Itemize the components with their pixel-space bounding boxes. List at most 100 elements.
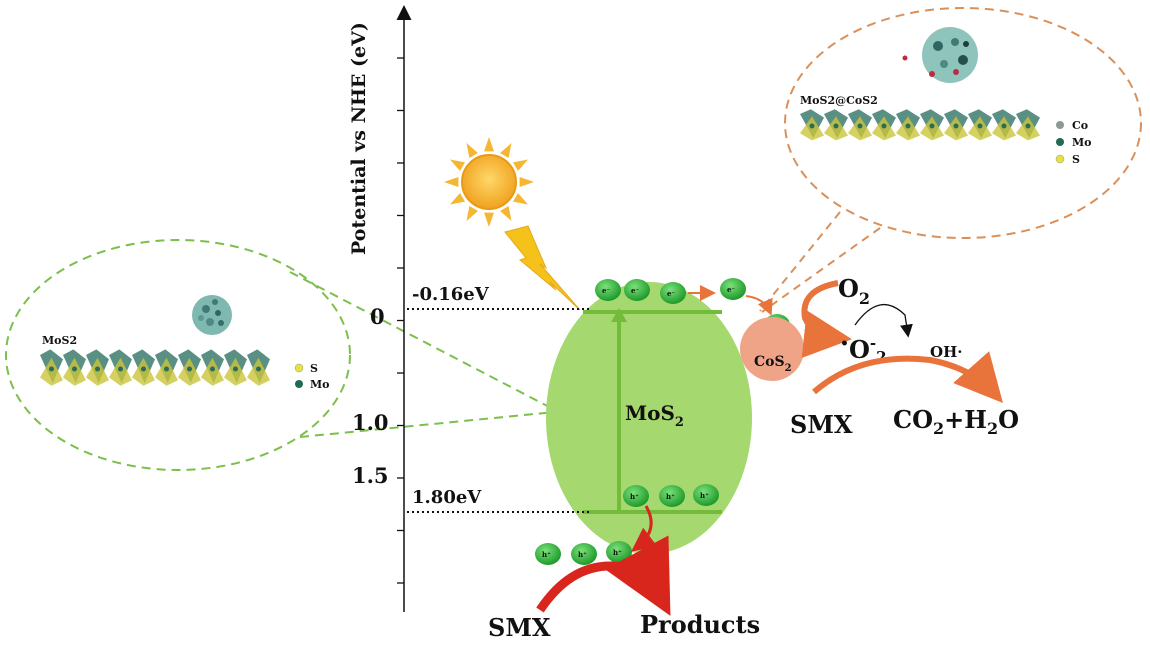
vb-potential-label: 1.80eV xyxy=(412,487,482,508)
inset-mos2: MoS2 S Mo xyxy=(5,239,556,471)
crystal-unit xyxy=(178,357,201,386)
crystal-unit xyxy=(109,357,132,386)
legend-dot-s-right xyxy=(1055,154,1065,164)
sun-ray xyxy=(500,206,512,221)
crystal-unit xyxy=(86,357,109,386)
sun-icon xyxy=(444,137,534,227)
superoxide-label: •O-2 xyxy=(840,334,887,366)
cos2-crystal-strip-image xyxy=(800,109,1040,141)
crystal-unit xyxy=(63,357,86,386)
crystal-atom xyxy=(164,366,169,372)
sun-ray xyxy=(513,193,528,205)
o2-reduction-arrow xyxy=(801,280,852,359)
axis-title: Potential vs NHE (eV) xyxy=(348,22,370,255)
crystal-atom xyxy=(49,366,54,372)
o2-label: O2 xyxy=(838,274,870,308)
cos2-label: CoS2 xyxy=(754,354,792,374)
crystal-atom xyxy=(857,123,863,129)
crystal-atom xyxy=(256,366,261,372)
tick-label-1: 1.0 xyxy=(352,410,389,435)
smx-products-arrow xyxy=(536,535,671,616)
sun-ray xyxy=(450,159,465,171)
electron-particle xyxy=(595,279,621,301)
crystal-unit xyxy=(155,357,178,386)
electron-particle xyxy=(624,279,650,301)
crystal-unit xyxy=(224,357,247,386)
cos2-cocatalyst: CoS2 xyxy=(740,317,804,381)
cos2-particle xyxy=(740,317,804,381)
hole-label: h⁺ xyxy=(613,548,622,557)
legend-label-mo-right: Mo xyxy=(1072,136,1092,149)
mos2-crystal-strip-image xyxy=(40,349,270,386)
crystal-unit xyxy=(201,357,224,386)
oxidation-reactions: O2 •O-2 OH· SMX CO2+H2O xyxy=(790,274,1019,439)
crystal-atom xyxy=(233,366,238,372)
lightning-icon xyxy=(504,225,581,311)
sun-disc xyxy=(461,154,517,210)
inset-cos2-title: MoS2@CoS2 xyxy=(800,94,878,107)
crystal-unit xyxy=(247,357,270,386)
legend-label-mo: Mo xyxy=(310,378,330,391)
crystal-atom xyxy=(187,366,192,372)
inset-cos2-legend: Co Mo S xyxy=(1055,119,1092,166)
hole-particle xyxy=(693,484,719,506)
inset-mos2-connector-bottom xyxy=(299,411,556,438)
crystal-atom xyxy=(1001,123,1007,129)
sun-rays xyxy=(444,137,534,227)
sun-ray xyxy=(484,137,494,152)
inset-cos2-connector-bottom xyxy=(761,227,881,313)
products-label: Products xyxy=(640,610,760,639)
sun-ray xyxy=(484,212,494,227)
crystal-atom xyxy=(833,123,839,129)
inset-mos2-outline xyxy=(5,239,351,471)
inset-mos2-title: MoS2 xyxy=(42,334,77,347)
crystal-atom xyxy=(1025,123,1031,129)
sun-ray xyxy=(500,143,512,158)
hole-label: h⁺ xyxy=(700,491,709,500)
hole-particle xyxy=(623,485,649,507)
sun-ray xyxy=(513,159,528,171)
sun-ray xyxy=(519,177,534,187)
electron-to-cos2-arrow xyxy=(745,295,773,316)
crystal-atom xyxy=(141,366,146,372)
inset-cos2-outline xyxy=(784,7,1142,239)
tick-label-1-5: 1.5 xyxy=(352,463,389,488)
hydroxyl-arrow xyxy=(854,303,913,338)
hole-label: h⁺ xyxy=(652,562,661,571)
legend-dot-mo-right xyxy=(1056,138,1064,146)
legend-label-s: S xyxy=(310,362,318,375)
electron-label: e⁻ xyxy=(602,286,610,295)
sun-ray xyxy=(466,206,478,221)
sun-ray xyxy=(450,193,465,205)
legend-dot-mo xyxy=(295,380,303,388)
electron-label: e⁻ xyxy=(631,286,639,295)
hole-particle xyxy=(659,485,685,507)
co2-h2o-label: CO2+H2O xyxy=(893,405,1019,438)
crystal-atom xyxy=(929,123,935,129)
crystal-atom xyxy=(95,366,100,372)
crystal-atom xyxy=(905,123,911,129)
sun-ray xyxy=(444,177,459,187)
crystal-atom xyxy=(809,123,815,129)
band-levels: -0.16eV 1.80eV xyxy=(407,284,590,513)
smx-top-label: SMX xyxy=(790,410,853,439)
potential-axis: Potential vs NHE (eV) 0 1.0 1.5 xyxy=(348,5,412,612)
hole-particle xyxy=(535,543,561,565)
electron-particle xyxy=(720,278,746,300)
electron-particle xyxy=(660,282,686,304)
mos2-nanoflower-image xyxy=(192,295,232,335)
inset-mos2-cos2: MoS2@CoS2 Co Mo S xyxy=(759,7,1142,313)
smx-bottom-label: SMX xyxy=(488,613,551,642)
hole-label: h⁺ xyxy=(542,550,551,559)
cos2-nanoflower-image xyxy=(902,27,978,83)
hole-label: h⁺ xyxy=(578,550,587,559)
legend-dot-s xyxy=(294,363,304,373)
electron-label: e⁻ xyxy=(667,289,675,298)
crystal-unit xyxy=(40,357,63,386)
axis-ticks xyxy=(397,57,404,584)
crystal-atom xyxy=(953,123,959,129)
crystal-unit xyxy=(132,357,155,386)
hole-label: h⁺ xyxy=(666,492,675,501)
